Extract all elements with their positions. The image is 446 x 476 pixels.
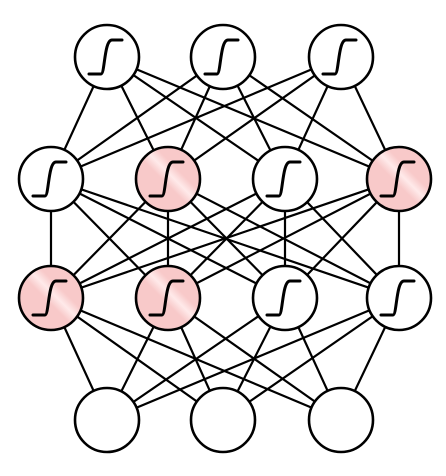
input-layer-neuron — [73, 386, 141, 454]
hidden-layer-lower-neuron — [251, 264, 319, 332]
hidden-layer-top-neuron — [189, 23, 257, 91]
neurons — [17, 23, 433, 454]
sigmoid-activation-icon — [203, 38, 240, 76]
sigmoid-activation-icon — [379, 160, 416, 198]
sigmoid-activation-icon — [265, 160, 302, 198]
hidden-layer-top-neuron — [307, 23, 375, 91]
neuron-circle — [307, 23, 375, 91]
input-layer-neuron — [307, 386, 375, 454]
neuron-circle — [307, 386, 375, 454]
hidden-layer-upper-neuron — [365, 145, 433, 213]
sigmoid-activation-icon — [148, 160, 185, 198]
connection-edge — [49, 177, 287, 300]
dropped-neuron-circle — [134, 145, 202, 213]
dropped-neuron-circle — [365, 145, 433, 213]
neuron-circle — [189, 23, 257, 91]
sigmoid-activation-icon — [321, 38, 358, 76]
hidden-layer-upper-neuron — [251, 145, 319, 213]
connection-edge — [166, 177, 401, 300]
dropped-neuron-circle — [17, 264, 85, 332]
neuron-circle — [251, 264, 319, 332]
connection-edge — [221, 296, 401, 422]
connection-edge — [221, 55, 401, 181]
sigmoid-activation-icon — [379, 279, 416, 317]
sigmoid-activation-icon — [148, 279, 185, 317]
neuron-circle — [73, 386, 141, 454]
connection-edge — [105, 296, 401, 422]
neuron-circle — [251, 145, 319, 213]
connection-edge — [49, 177, 401, 300]
connection-edge — [166, 55, 343, 181]
dropped-neuron-circle — [134, 264, 202, 332]
hidden-layer-lower-neuron — [134, 264, 202, 332]
neuron-circle — [189, 386, 257, 454]
hidden-layer-top-neuron — [73, 23, 141, 91]
hidden-layer-lower-neuron — [365, 264, 433, 332]
input-layer-neuron — [189, 386, 257, 454]
sigmoid-activation-icon — [87, 38, 124, 76]
sigmoid-activation-icon — [31, 279, 68, 317]
hidden-layer-lower-neuron — [17, 264, 85, 332]
connection-edge — [105, 296, 287, 422]
neuron-circle — [365, 264, 433, 332]
connection-edge — [49, 55, 343, 181]
neuron-circle — [73, 23, 141, 91]
connections — [49, 55, 401, 422]
sigmoid-activation-icon — [265, 279, 302, 317]
sigmoid-activation-icon — [31, 160, 68, 198]
hidden-layer-upper-neuron — [134, 145, 202, 213]
neuron-circle — [17, 145, 85, 213]
hidden-layer-upper-neuron — [17, 145, 85, 213]
connection-edge — [49, 55, 225, 181]
